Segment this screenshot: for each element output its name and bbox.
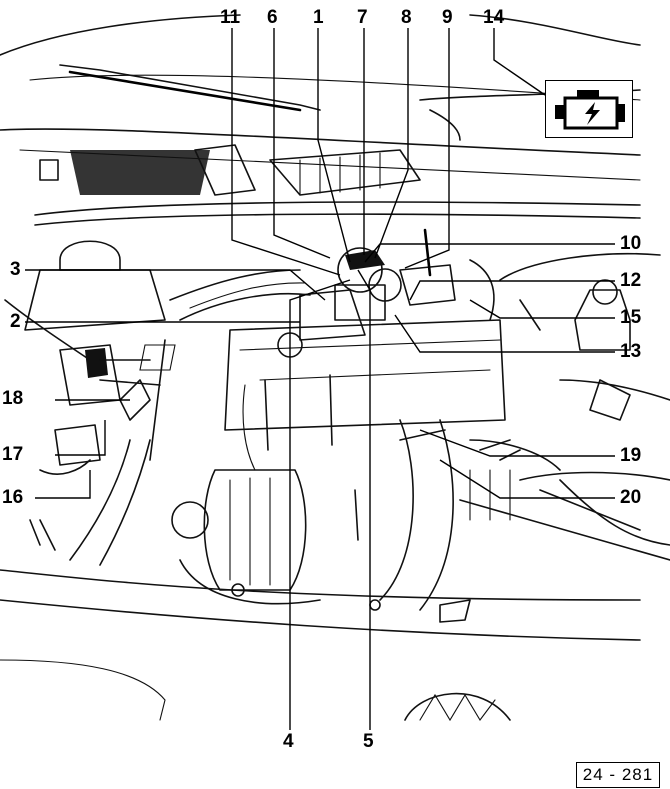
callout-20: 20 (620, 487, 642, 508)
callout-10: 10 (620, 233, 642, 254)
callout-1: 1 (313, 7, 324, 28)
leader-lines (25, 28, 615, 730)
callout-16: 16 (2, 487, 24, 508)
callout-4: 4 (283, 731, 294, 752)
callout-7: 7 (357, 7, 368, 28)
figure-reference: 24 - 281 (576, 762, 660, 788)
callout-19: 19 (620, 445, 642, 466)
callout-5: 5 (363, 731, 374, 752)
callout-17: 17 (2, 444, 24, 465)
engine-warning-icon (545, 80, 633, 138)
callout-3: 3 (10, 259, 21, 280)
callout-8: 8 (401, 7, 412, 28)
callout-11: 11 (220, 7, 241, 28)
callout-12: 12 (620, 270, 642, 291)
callout-14: 14 (483, 7, 505, 28)
callout-2: 2 (10, 311, 21, 332)
callout-6: 6 (267, 7, 278, 28)
callout-15: 15 (620, 307, 642, 328)
callout-9: 9 (442, 7, 453, 28)
callout-18: 18 (2, 388, 24, 409)
callout-13: 13 (620, 341, 642, 362)
